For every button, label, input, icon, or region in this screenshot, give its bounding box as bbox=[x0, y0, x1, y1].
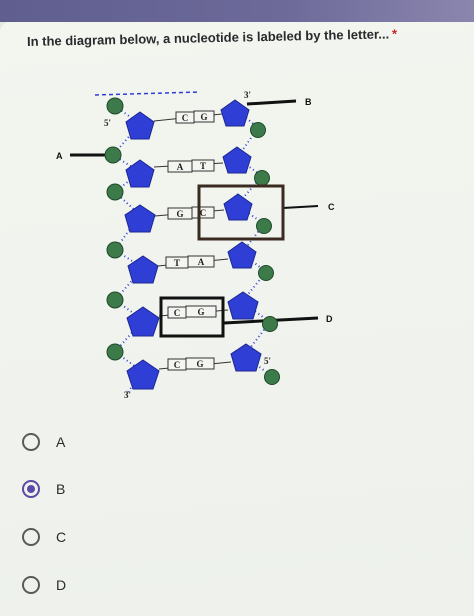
radio-button[interactable] bbox=[22, 433, 40, 451]
phosphate bbox=[256, 218, 272, 234]
phosphate bbox=[250, 122, 266, 138]
phosphate bbox=[106, 291, 124, 309]
five-prime-top-label: 5' bbox=[104, 118, 111, 128]
radio-button[interactable] bbox=[22, 576, 40, 594]
option-label: C bbox=[56, 529, 67, 545]
label-c: C bbox=[328, 202, 335, 212]
base-letter: C bbox=[174, 360, 181, 370]
base-letter: C bbox=[200, 208, 207, 218]
phosphate bbox=[106, 97, 124, 115]
phosphate bbox=[104, 146, 122, 164]
base-letter: G bbox=[196, 359, 203, 369]
sugar bbox=[127, 255, 159, 284]
base-letter: G bbox=[176, 209, 183, 219]
sugar bbox=[227, 241, 257, 269]
phosphate bbox=[106, 183, 124, 201]
option-c[interactable]: C bbox=[22, 524, 112, 550]
label-a: A bbox=[56, 151, 63, 161]
phosphate bbox=[106, 241, 124, 259]
phosphate bbox=[262, 316, 278, 332]
sugar bbox=[125, 159, 155, 188]
five-prime-bottom-label: 5' bbox=[264, 356, 271, 366]
header-strip bbox=[0, 0, 474, 22]
base-box bbox=[187, 255, 215, 268]
pointer-line-b bbox=[246, 99, 297, 106]
base-box bbox=[185, 305, 217, 318]
option-label: B bbox=[56, 481, 66, 497]
sugar bbox=[223, 193, 253, 221]
base-box bbox=[185, 357, 215, 370]
sugar bbox=[222, 146, 252, 174]
sugar bbox=[126, 306, 160, 337]
base-letter: G bbox=[200, 112, 207, 122]
base-box bbox=[191, 159, 215, 172]
highlight-box-c bbox=[197, 184, 285, 241]
label-d: D bbox=[326, 314, 333, 324]
phosphate bbox=[264, 369, 280, 385]
base-pair-rungs bbox=[153, 113, 232, 370]
base-letter: A bbox=[177, 162, 184, 172]
phosphate-group bbox=[104, 97, 280, 385]
sugar bbox=[227, 291, 259, 320]
highlight-box-d bbox=[159, 296, 225, 338]
option-a[interactable]: A bbox=[22, 429, 112, 455]
base-letter: T bbox=[174, 258, 180, 268]
sugar bbox=[126, 359, 160, 390]
base-box bbox=[193, 110, 215, 123]
phosphate bbox=[258, 265, 274, 281]
label-b: B bbox=[305, 97, 312, 107]
base-boxes bbox=[165, 110, 217, 371]
top-dashed-line bbox=[94, 91, 201, 96]
base-letter: G bbox=[197, 307, 204, 317]
three-prime-bottom-label: 3' bbox=[124, 390, 131, 400]
radio-button[interactable] bbox=[22, 528, 40, 546]
option-b[interactable]: B bbox=[22, 476, 112, 502]
radio-button-selected[interactable] bbox=[22, 480, 40, 498]
base-letter: C bbox=[182, 113, 189, 123]
radio-selected-dot bbox=[27, 485, 35, 493]
sugar bbox=[220, 99, 250, 127]
pointer-line-c bbox=[282, 205, 319, 209]
phosphate bbox=[254, 170, 270, 186]
base-letter: T bbox=[200, 161, 206, 171]
sugar-group-right bbox=[220, 99, 262, 372]
three-prime-top-label: 3' bbox=[244, 90, 251, 100]
option-d[interactable]: D bbox=[22, 572, 112, 598]
base-letter: A bbox=[198, 257, 205, 267]
base-letter: C bbox=[174, 308, 181, 318]
sugar bbox=[230, 343, 262, 372]
option-label: A bbox=[56, 434, 66, 450]
phosphate bbox=[106, 343, 124, 361]
option-label: D bbox=[56, 577, 67, 593]
sugar-group-left bbox=[124, 111, 160, 390]
sugar bbox=[124, 204, 156, 233]
base-box bbox=[191, 206, 215, 219]
sugar bbox=[125, 111, 155, 140]
